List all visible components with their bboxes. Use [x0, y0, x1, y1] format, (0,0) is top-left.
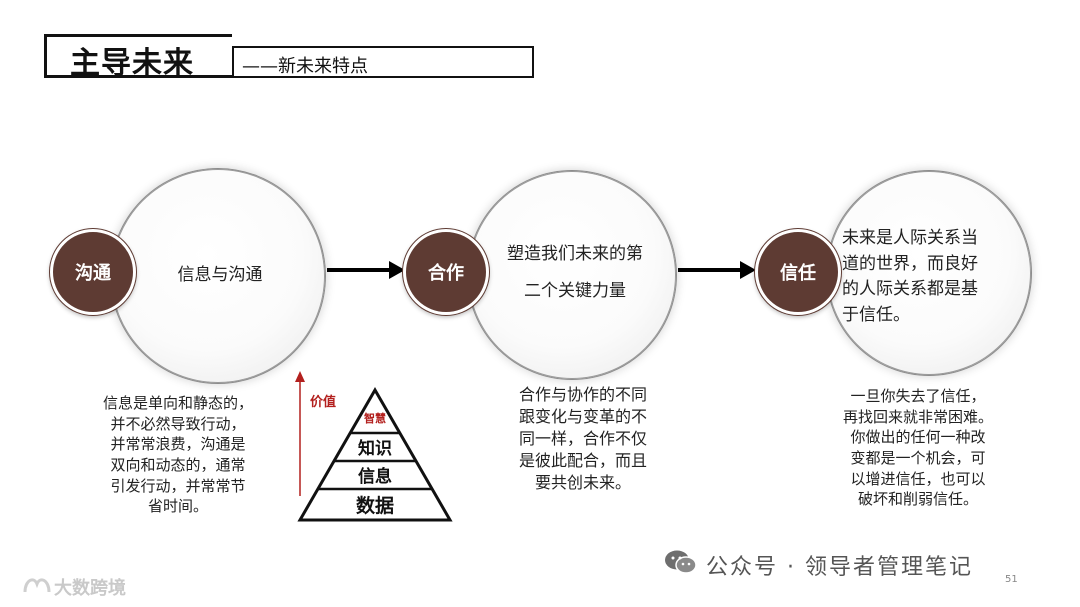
stage-badge-communication: 沟通 [50, 229, 136, 315]
stage-badge-trust: 信任 [755, 229, 841, 315]
description-line: 再找回来就非常困难。 [842, 407, 993, 426]
description-line: 跟变化与变革的不 [518, 407, 647, 427]
description-line: 你做出的任何一种改 [850, 428, 986, 447]
circle-text-line: 道的世界，而良好 [842, 253, 978, 274]
page-subtitle: ——新未来特点 [242, 56, 368, 77]
circle-text-line: 塑造我们未来的第 [507, 244, 643, 264]
description-line: 是彼此配合，而且 [518, 451, 647, 471]
description-line: 破坏和削弱信任。 [857, 490, 978, 509]
page-title: 主导未来 [70, 46, 194, 81]
stage-label: 信任 [780, 263, 816, 284]
pyramid-level-data: 数据 [355, 495, 394, 517]
circle-cooperation-text: 塑造我们未来的第 二个关键力量 [490, 236, 660, 311]
description-cooperation: 合作与协作的不同 跟变化与变革的不 同一样，合作不仅 是彼此配合，而且 要共创未… [488, 384, 678, 494]
circle-communication-text: 信息与沟通 [140, 262, 300, 289]
pyramid-axis-label: 价值 [310, 395, 337, 410]
stage-label: 合作 [428, 263, 464, 284]
stage-label: 沟通 [75, 263, 111, 284]
subtitle-box [232, 46, 534, 78]
page-number: 51 [1005, 574, 1018, 585]
stage-badge-cooperation: 合作 [403, 229, 489, 315]
arrow-1-head [389, 261, 405, 279]
arrow-2-head [740, 261, 756, 279]
wechat-account-label: 公众号 · 领导者管理笔记 [706, 555, 973, 580]
description-line: 信息是单向和静态的， [102, 394, 253, 412]
pyramid-level-information: 信息 [358, 467, 392, 487]
description-line: 并常常浪费，沟通是 [110, 435, 246, 454]
pyramid-level-knowledge: 知识 [358, 439, 392, 459]
description-line: 变都是一个机会，可 [850, 449, 986, 468]
arrow-1-line [327, 268, 391, 272]
circle-trust-text: 未来是人际关系当 道的世界，而良好 的人际关系都是基 于信任。 [842, 226, 1010, 328]
watermark-logo-icon [22, 572, 52, 596]
dikw-pyramid [295, 371, 453, 522]
description-line: 一旦你失去了信任， [850, 387, 986, 405]
description-line: 要共创未来。 [534, 473, 631, 493]
wechat-icon [664, 549, 698, 575]
description-line: 省时间。 [147, 497, 208, 516]
description-line: 以增进信任，也可以 [850, 469, 986, 488]
circle-text-line: 于信任。 [842, 304, 910, 325]
circle-text-line: 二个关键力量 [524, 281, 626, 302]
circle-text-line: 未来是人际关系当 [842, 228, 978, 248]
description-line: 并不必然导致行动， [110, 414, 246, 433]
pyramid-level-wisdom: 智慧 [364, 412, 386, 425]
arrow-2-line [678, 268, 742, 272]
circle-text-line: 信息与沟通 [177, 265, 263, 285]
description-communication: 信息是单向和静态的， 并不必然导致行动， 并常常浪费，沟通是 双向和动态的，通常… [78, 393, 278, 517]
circle-cooperation [467, 170, 677, 380]
description-trust: 一旦你失去了信任， 再找回来就非常困难。 你做出的任何一种改 变都是一个机会，可… [818, 386, 1018, 510]
description-line: 合作与协作的不同 [518, 385, 647, 404]
description-line: 引发行动，并常常节 [110, 476, 246, 495]
title-box [44, 34, 232, 78]
description-line: 双向和动态的，通常 [110, 456, 246, 475]
watermark-text: 大数跨境 [54, 578, 126, 599]
description-line: 同一样，合作不仅 [518, 429, 647, 449]
circle-text-line: 的人际关系都是基 [842, 279, 978, 299]
